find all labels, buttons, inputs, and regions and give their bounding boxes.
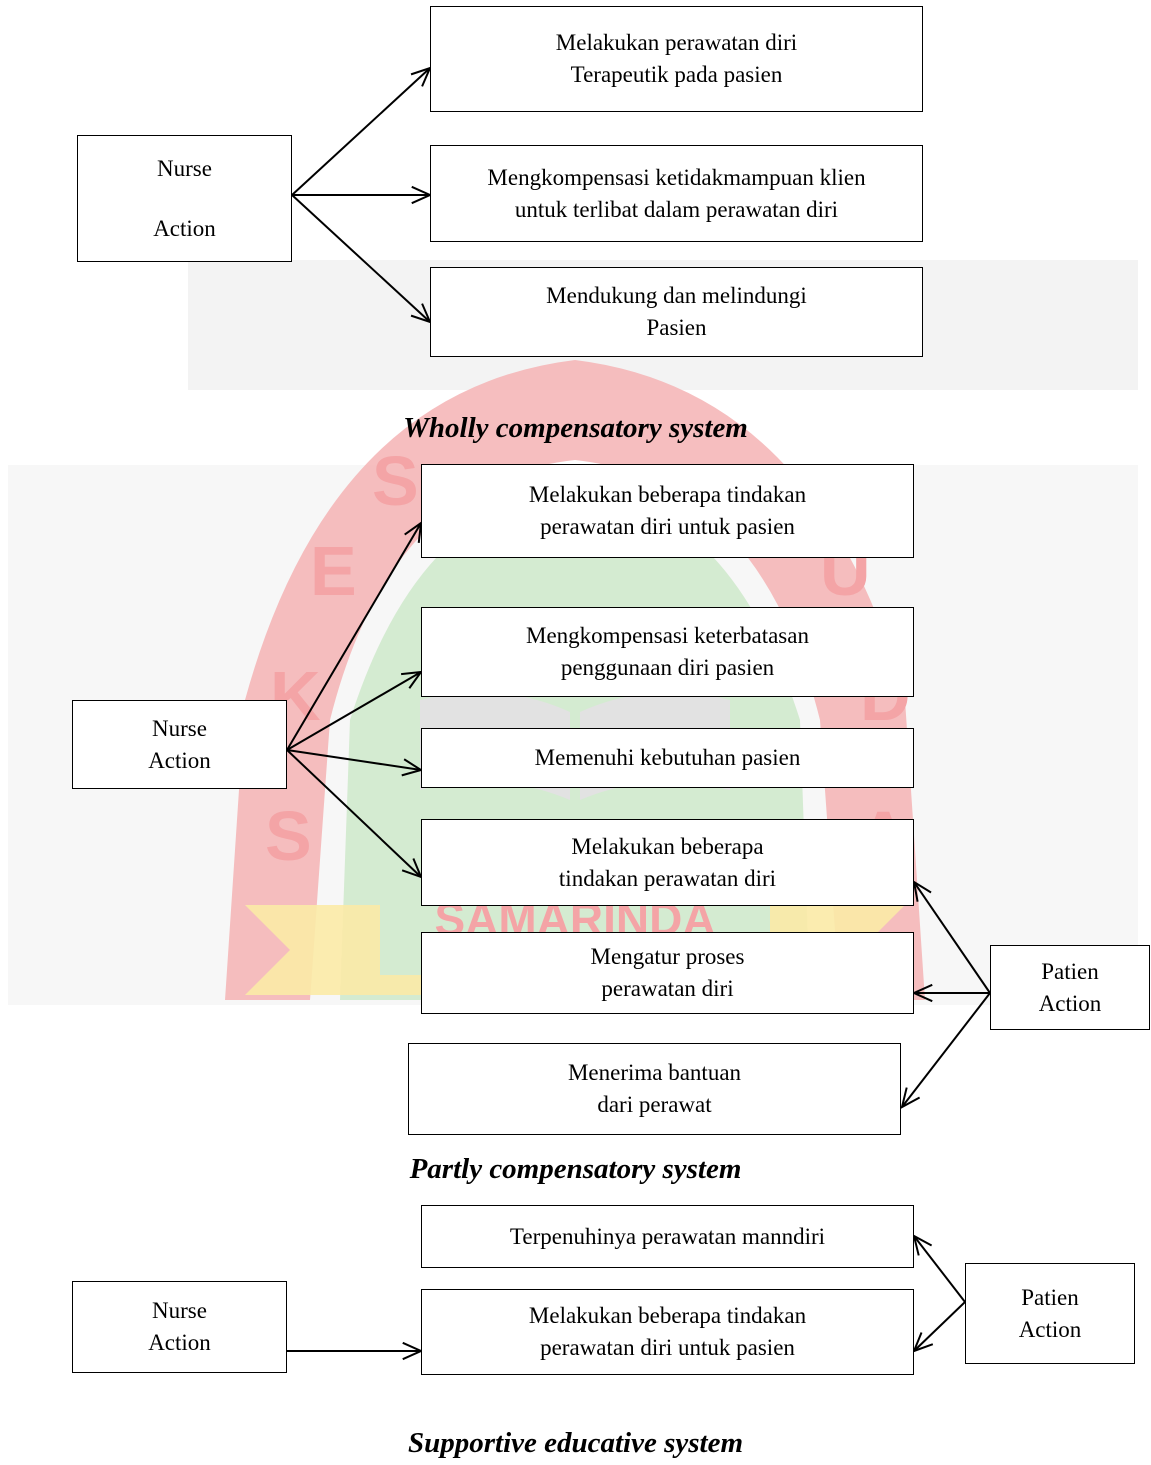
partly-nurse-line2: Action <box>148 747 211 773</box>
partly-patient-line2: Action <box>1038 990 1102 1016</box>
wholly-box-mengkompensasi: Mengkompensasi ketidakmampuan klien untu… <box>430 145 923 242</box>
supportive-patient-line1: Patien <box>1021 1284 1079 1310</box>
supportive-nurse-arrow <box>287 1341 424 1361</box>
wholly-arrow-1 <box>291 66 432 196</box>
partly-box-memenuhi: Memenuhi kebutuhan pasien <box>421 728 914 788</box>
wholly-box-perawatan-terapeutik: Melakukan perawatan diri Terapeutik pada… <box>430 6 923 112</box>
partly-box-menerima: Menerima bantuan dari perawat <box>408 1043 901 1135</box>
partly-nurse-arrow-3 <box>286 749 424 777</box>
partly-box-5-line1: Mengatur proses <box>590 944 745 969</box>
partly-box-1-line1: Melakukan beberapa tindakan <box>528 482 807 507</box>
wholly-box-mendukung: Mendukung dan melindungi Pasien <box>430 267 923 357</box>
wholly-box-3-line1: Mendukung dan melindungi <box>546 283 807 308</box>
partly-box-1-line2: perawatan diri untuk pasien <box>540 514 795 539</box>
partly-patient-action-box: Patien Action <box>990 945 1150 1030</box>
partly-patient-arrow-1 <box>912 879 991 994</box>
supportive-title: Supportive educative system <box>407 1427 744 1459</box>
supportive-box-2-line2: perawatan diri untuk pasien <box>540 1335 795 1360</box>
partly-title: Partly compensatory system <box>409 1153 742 1185</box>
partly-patient-arrow-2 <box>911 983 990 1003</box>
supportive-box-1-line1: Terpenuhinya perawatan manndiri <box>509 1223 826 1249</box>
wholly-nurse-line2: Action <box>153 215 216 241</box>
supportive-patient-arrow-2 <box>912 1301 966 1353</box>
wholly-box-1-line2: Terapeutik pada pasien <box>570 62 783 87</box>
wholly-arrow-2 <box>292 185 433 205</box>
partly-nurse-line1: Nurse <box>152 715 207 741</box>
wholly-nurse-action-box: Nurse Action <box>77 135 292 262</box>
supportive-nurse-line2: Action <box>148 1330 211 1355</box>
partly-patient-arrow-3 <box>900 992 991 1109</box>
partly-box-2-line1: Mengkompensasi keterbatasan <box>526 623 809 648</box>
supportive-nurse-line1: Nurse <box>152 1298 207 1323</box>
supportive-patient-action-box: Patien Action <box>965 1263 1135 1364</box>
wholly-box-2-line2: untuk terlibat dalam perawatan diri <box>514 196 839 222</box>
supportive-box-terpenuhinya: Terpenuhinya perawatan manndiri <box>421 1205 914 1268</box>
partly-box-5-line2: perawatan diri <box>601 976 734 1001</box>
partly-nurse-arrow-2 <box>286 670 424 751</box>
supportive-box-2-line1: Melakukan beberapa tindakan <box>528 1303 807 1328</box>
partly-box-6-line1: Menerima bantuan <box>567 1060 742 1085</box>
partly-box-beberapa-tindakan: Melakukan beberapa tindakan perawatan di… <box>421 464 914 558</box>
wholly-nurse-line1: Nurse <box>157 155 212 181</box>
partly-nurse-arrow-4 <box>286 749 423 879</box>
wholly-box-2-line1: Mengkompensasi ketidakmampuan klien <box>487 164 866 190</box>
partly-box-2-line2: penggunaan diri pasien <box>560 655 775 680</box>
partly-box-3-line1: Memenuhi kebutuhan pasien <box>534 745 801 770</box>
partly-box-4-line1: Melakukan beberapa <box>571 833 764 859</box>
supportive-patient-line2: Action <box>1018 1316 1082 1342</box>
partly-box-melakukan: Melakukan beberapa tindakan perawatan di… <box>421 819 914 906</box>
partly-patient-line1: Patien <box>1041 958 1099 984</box>
partly-box-keterbatasan: Mengkompensasi keterbatasan penggunaan d… <box>421 607 914 697</box>
wholly-arrow-3 <box>291 194 432 324</box>
partly-box-6-line2: dari perawat <box>597 1092 712 1117</box>
partly-nurse-action-box: Nurse Action <box>72 700 287 789</box>
wholly-box-3-line2: Pasien <box>646 315 707 340</box>
partly-nurse-arrow-1 <box>286 520 423 751</box>
supportive-patient-arrow-1 <box>912 1234 966 1303</box>
wholly-title: Wholly compensatory system <box>403 412 748 444</box>
partly-box-4-line2: tindakan perawatan diri <box>558 865 777 891</box>
wholly-box-1-line1: Melakukan perawatan diri <box>555 30 798 55</box>
supportive-nurse-action-box: Nurse Action <box>72 1281 287 1373</box>
partly-box-mengatur: Mengatur proses perawatan diri <box>421 932 914 1014</box>
supportive-box-melakukan: Melakukan beberapa tindakan perawatan di… <box>421 1289 914 1375</box>
